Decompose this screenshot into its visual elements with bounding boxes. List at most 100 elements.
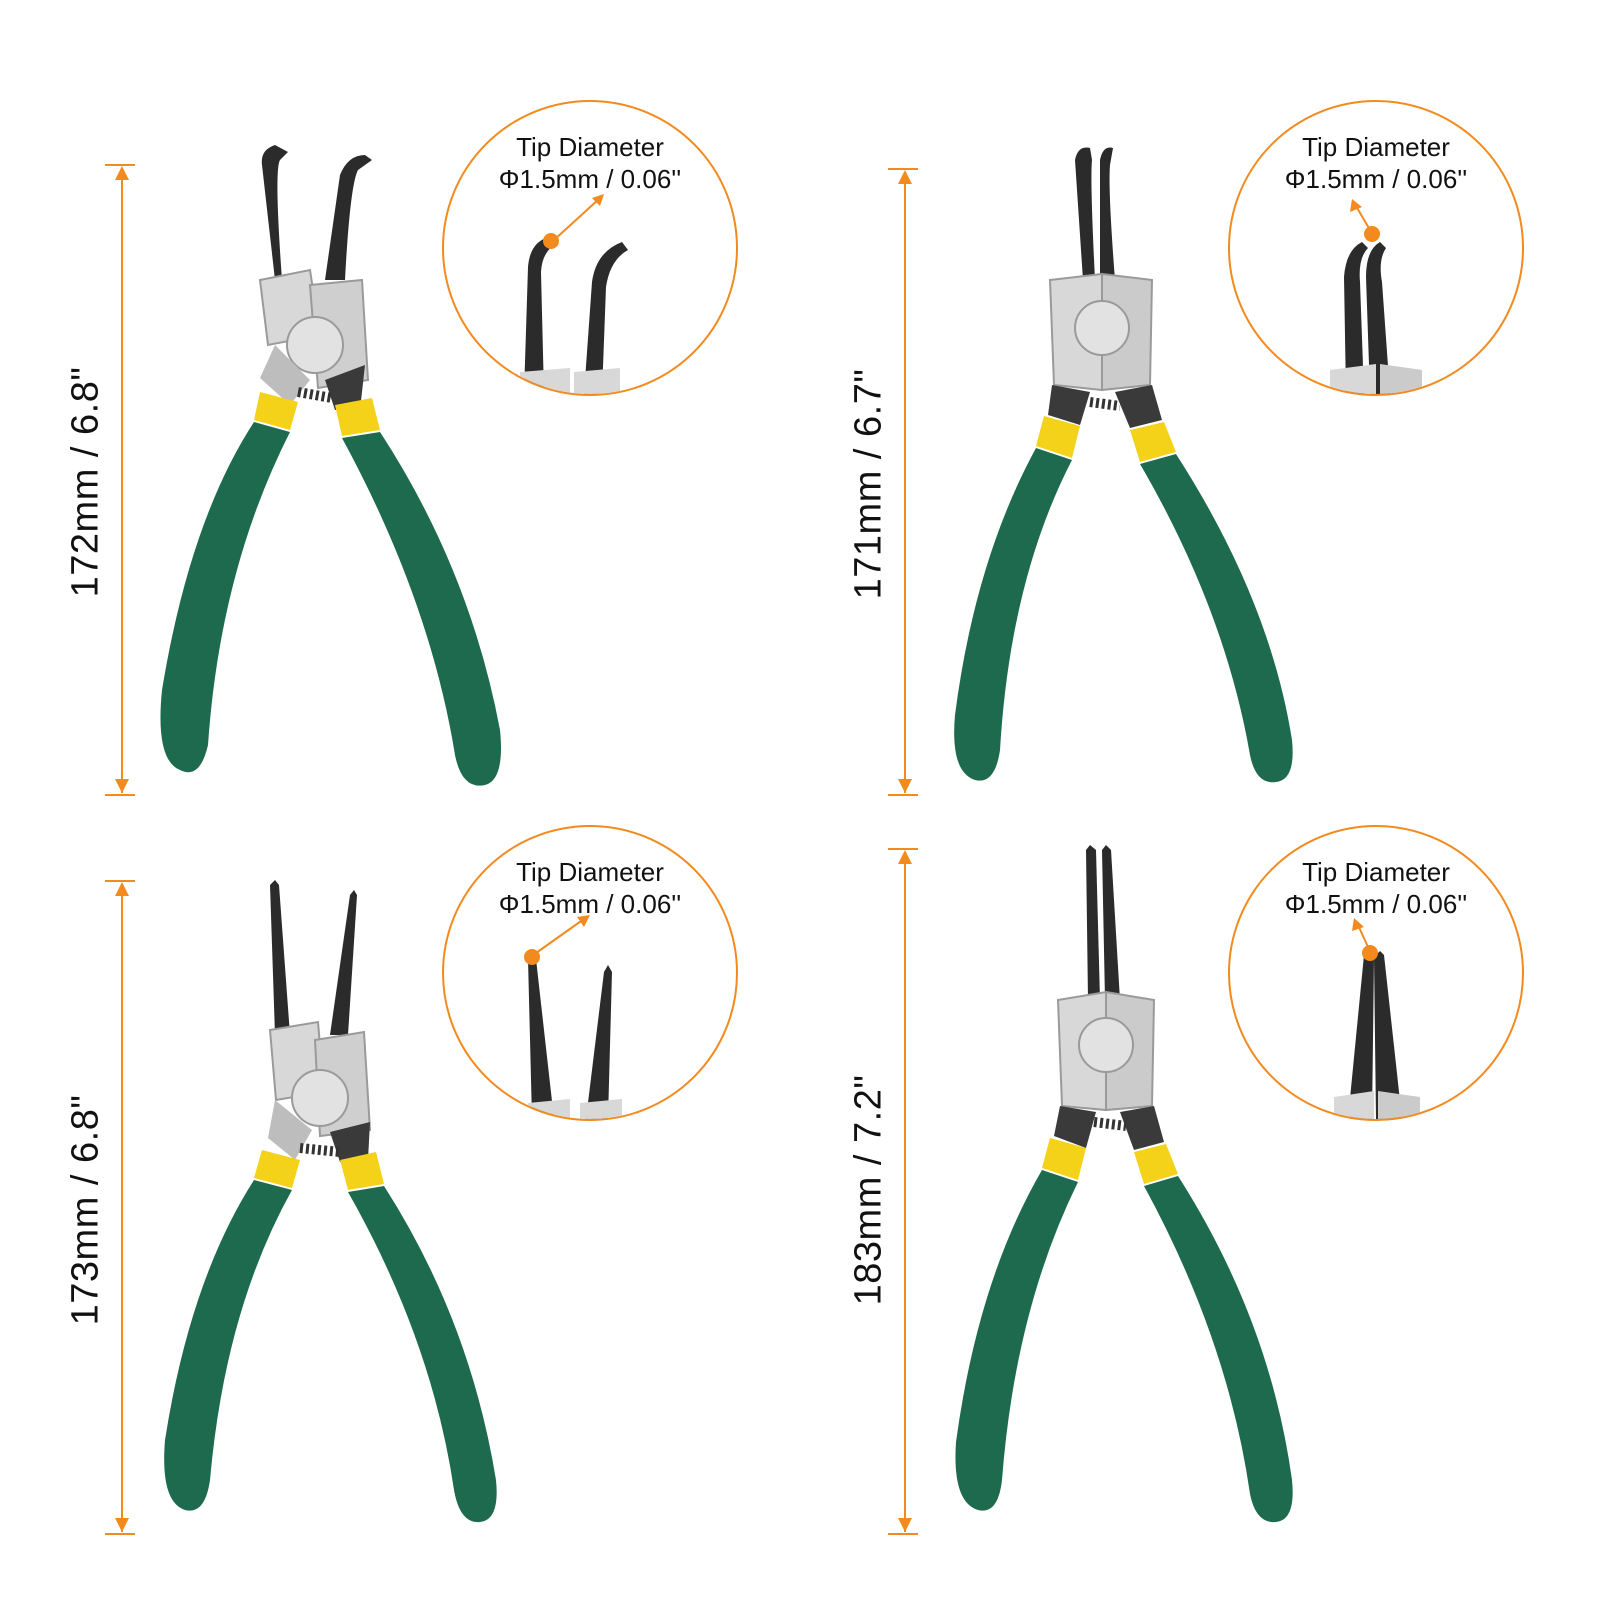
length-label: 172mm / 6.8" — [64, 366, 107, 598]
pliers-illustration — [954, 147, 1293, 783]
neck-left — [260, 345, 310, 405]
pointer-arrowhead — [1350, 199, 1362, 212]
tip-diameter-title: Tip Diameter — [516, 857, 664, 887]
pliers-illustration — [160, 145, 501, 786]
closeup-jaw-left — [524, 237, 556, 394]
closeup-jaw-right — [1366, 242, 1390, 394]
tip-zoom-circle: Tip Diameter Φ1.5mm / 0.06'' — [442, 100, 738, 396]
handle-left — [954, 448, 1072, 781]
neck-right — [1120, 1106, 1164, 1150]
band-right — [1134, 1144, 1178, 1184]
closeup-jaw-left — [1348, 951, 1374, 1119]
dimension-top-tick — [888, 168, 918, 170]
tip-zoom-circle: Tip Diameter Φ1.5mm / 0.06'' — [1228, 100, 1524, 396]
dimension-line — [904, 172, 906, 793]
pointer-arrowhead — [1352, 918, 1364, 931]
tip-zoom-circle: Tip Diameter Φ1.5mm / 0.06'' — [442, 825, 738, 1121]
tip-diameter-title: Tip Diameter — [1302, 857, 1450, 887]
band-left — [1036, 416, 1080, 458]
panel-internal-bent: 172mm / 6.8" Tip Diameter Φ1.5mm / 0.06'… — [0, 0, 800, 796]
jaw-left — [1075, 147, 1095, 280]
dimension-arrow-up — [115, 166, 129, 180]
jaw-right — [1102, 845, 1120, 1000]
panel-external-bent: 171mm / 6.7" Tip Diameter Φ1.5mm / 0.06'… — [800, 0, 1600, 796]
pivot-rivet — [291, 1069, 349, 1127]
tip-zoom-circle: Tip Diameter Φ1.5mm / 0.06'' — [1228, 825, 1524, 1121]
dimension-bottom-tick — [105, 794, 135, 796]
band-left — [254, 392, 298, 430]
panel-internal-straight: 173mm / 6.8" Tip Diameter Φ1.5mm / 0.06'… — [0, 800, 800, 1535]
pliers-illustration — [955, 845, 1293, 1523]
handle-right — [348, 1186, 497, 1523]
handle-right — [1144, 1176, 1293, 1523]
jaw-right — [1100, 147, 1115, 280]
spring — [299, 1143, 341, 1157]
handle-right — [1140, 454, 1293, 783]
pointer-line — [535, 918, 585, 954]
dimension-line — [121, 884, 123, 1532]
handle-left — [164, 1180, 292, 1511]
dimension-top-tick — [105, 880, 135, 882]
tip-diameter-title: Tip Diameter — [1302, 132, 1450, 162]
tip-closeup — [1330, 199, 1422, 394]
closeup-jaw-left — [528, 953, 554, 1119]
band-left — [1042, 1138, 1086, 1180]
closeup-jaw-right — [1374, 951, 1402, 1119]
closeup-plate-left — [528, 1099, 570, 1119]
pliers-illustration — [164, 880, 497, 1523]
pointer-arrowhead — [577, 915, 590, 927]
neck-left — [1048, 385, 1090, 425]
closeup-jaw-right — [586, 965, 612, 1119]
tip-diameter-value: Φ1.5mm / 0.06'' — [1284, 889, 1468, 919]
dimension-arrow-down — [115, 779, 129, 793]
tip-diameter-value: Φ1.5mm / 0.06'' — [498, 889, 682, 919]
closeup-plate-right — [1380, 364, 1422, 394]
band-right — [340, 1152, 384, 1190]
dimension-arrow-down — [898, 1518, 912, 1532]
dimension-line — [121, 168, 123, 793]
dimension-line — [904, 852, 906, 1532]
panel-external-straight: 183mm / 7.2" Tip Diameter Φ1.5mm / 0.06'… — [800, 800, 1600, 1535]
closeup-jaw-right — [584, 242, 628, 394]
dimension-top-tick — [105, 164, 135, 166]
dimension-arrow-up — [898, 170, 912, 184]
pointer-line — [1355, 205, 1371, 231]
band-right — [1130, 422, 1176, 462]
jaw-right — [325, 155, 372, 280]
dimension-bottom-tick — [888, 794, 918, 796]
jaw-left — [270, 880, 290, 1035]
pivot-rivet — [286, 316, 344, 374]
dimension-arrow-up — [115, 882, 129, 896]
spring — [1093, 1117, 1127, 1131]
neck-right — [1115, 385, 1162, 428]
closeup-plate-right — [580, 1099, 622, 1119]
pointer-dot — [1362, 945, 1378, 961]
neck-left — [1054, 1106, 1096, 1148]
neck-right — [325, 365, 365, 410]
dimension-bottom-tick — [888, 1533, 918, 1535]
pivot-rivet — [1078, 1017, 1134, 1073]
pointer-line — [553, 198, 600, 241]
length-label: 183mm / 7.2" — [847, 1074, 890, 1306]
length-label: 173mm / 6.8" — [64, 1094, 107, 1326]
pointer-dot — [524, 949, 540, 965]
pointer-dot — [1364, 226, 1380, 242]
pointer-arrowhead — [592, 194, 604, 206]
handle-right — [342, 432, 501, 786]
jaw-left — [1086, 845, 1100, 1000]
closeup-plate-right — [1378, 1091, 1420, 1119]
tip-closeup — [520, 194, 628, 394]
jaw-right — [330, 890, 357, 1035]
pointer-dot — [543, 233, 559, 249]
handle-left — [160, 422, 290, 773]
band-left — [254, 1150, 300, 1188]
jaw-left — [261, 145, 288, 280]
dimension-bottom-tick — [105, 1533, 135, 1535]
tip-diameter-value: Φ1.5mm / 0.06'' — [1284, 164, 1468, 194]
length-label: 171mm / 6.7" — [847, 368, 890, 600]
closeup-plate-left — [1330, 364, 1376, 394]
dimension-arrow-down — [898, 779, 912, 793]
tip-closeup — [524, 915, 622, 1119]
spring — [297, 387, 333, 403]
tip-diameter-value: Φ1.5mm / 0.06'' — [498, 164, 682, 194]
